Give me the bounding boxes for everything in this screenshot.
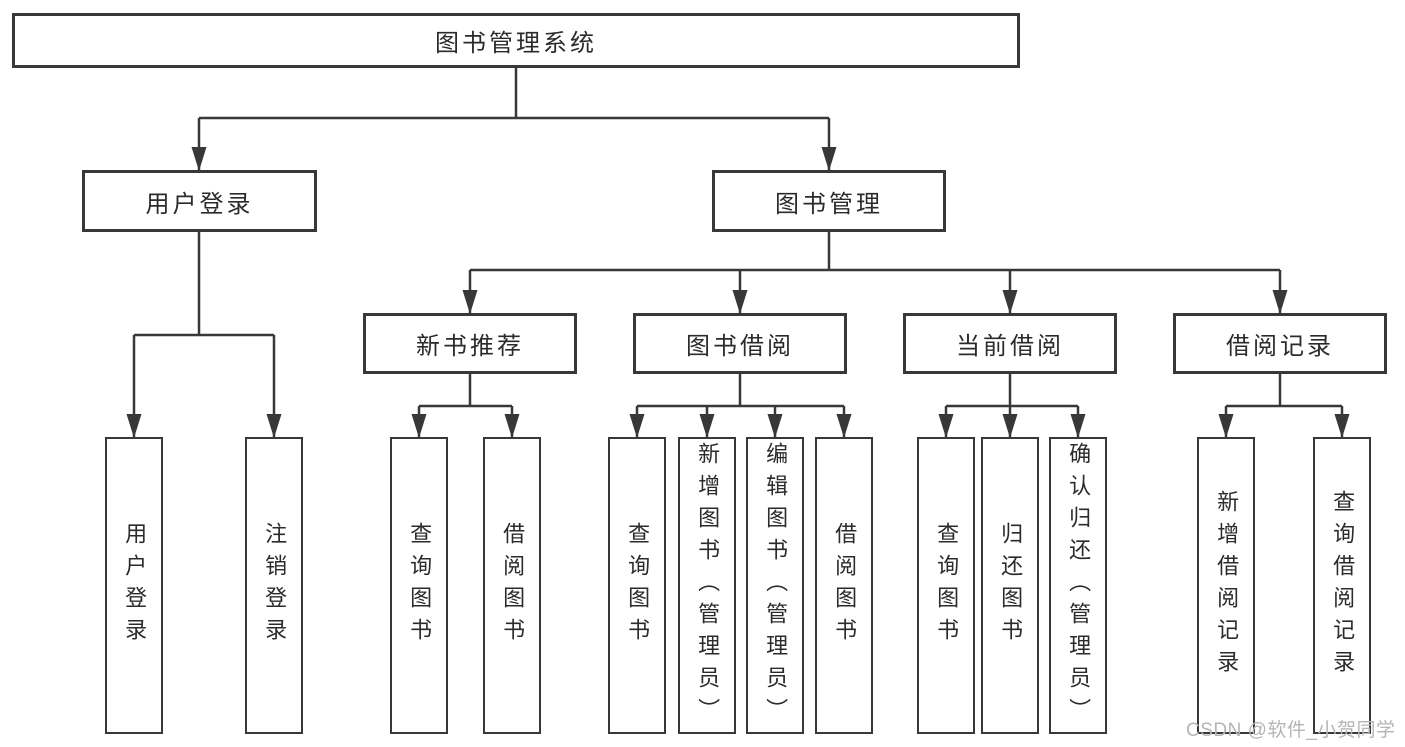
connector-records-bar: [1226, 374, 1342, 408]
node-new-book-recommendation: 新书推荐: [363, 313, 577, 374]
node-current-borrowing: 当前借阅: [903, 313, 1117, 374]
node-borrowing-records: 借阅记录: [1173, 313, 1387, 374]
leaf-return-books: 归还图书: [981, 437, 1039, 734]
connector-current-bar: [946, 374, 1078, 408]
node-label: 用户登录: [145, 190, 254, 218]
node-library-management-system: 图书管理系统: [12, 13, 1020, 68]
node-user-login: 用户登录: [82, 170, 317, 232]
leaf-edit-books-admin: 编辑图书（管理员）: [746, 437, 804, 734]
connector-user-login-bar: [134, 232, 274, 337]
leaf-borrow-books-borrowing: 借阅图书: [815, 437, 873, 734]
node-label: 图书管理系统: [435, 30, 597, 57]
node-label: 图书管理: [775, 190, 883, 218]
connector-new-book-bar: [419, 374, 512, 408]
leaf-borrow-books-recommend: 借阅图书: [483, 437, 541, 734]
leaf-label: 查询图书: [407, 521, 433, 650]
leaf-label: 查询图书: [934, 521, 960, 650]
leaf-label: 新增借阅记录: [1214, 489, 1240, 682]
leaf-label: 归还图书: [998, 521, 1024, 650]
leaf-add-books-admin: 新增图书（管理员）: [678, 437, 736, 734]
leaf-logout: 注销登录: [245, 437, 303, 734]
leaf-label: 编辑图书（管理员）: [763, 441, 789, 730]
node-label: 当前借阅: [956, 333, 1064, 360]
connector-book-mgmt-bar: [470, 232, 1280, 272]
watermark: CSDN @软件_小贺同学: [1186, 720, 1396, 741]
node-label: 借阅记录: [1226, 333, 1334, 360]
leaf-label: 查询借阅记录: [1330, 489, 1356, 682]
leaf-label: 确认归还（管理员）: [1066, 441, 1092, 730]
leaf-query-borrow-record: 查询借阅记录: [1313, 437, 1371, 734]
leaf-label: 新增图书（管理员）: [695, 441, 721, 730]
leaf-query-books-borrowing: 查询图书: [608, 437, 666, 734]
leaf-user-login: 用户登录: [105, 437, 163, 734]
leaf-label: 借阅图书: [500, 521, 526, 650]
leaf-confirm-return-admin: 确认归还（管理员）: [1049, 437, 1107, 734]
leaf-label: 注销登录: [262, 521, 288, 650]
node-book-borrowing: 图书借阅: [633, 313, 847, 374]
node-book-management: 图书管理: [712, 170, 946, 232]
leaf-add-borrow-record: 新增借阅记录: [1197, 437, 1255, 734]
node-label: 图书借阅: [686, 333, 794, 360]
leaf-label: 借阅图书: [832, 521, 858, 650]
node-label: 新书推荐: [416, 333, 524, 360]
leaf-label: 用户登录: [122, 521, 148, 650]
leaf-label: 查询图书: [625, 521, 651, 650]
leaf-query-books-current: 查询图书: [917, 437, 975, 734]
connector-borrowing-bar: [637, 374, 844, 408]
connector-root-bar: [199, 68, 829, 120]
leaf-query-books-recommend: 查询图书: [390, 437, 448, 734]
